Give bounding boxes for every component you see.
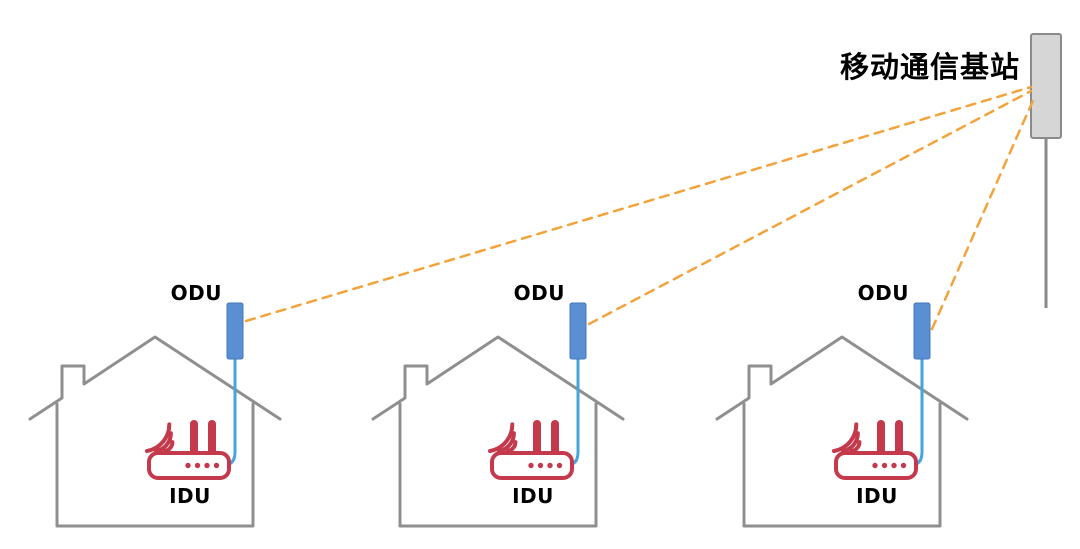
- router-icon: [832, 420, 918, 480]
- router-antenna-left: [877, 420, 885, 456]
- wifi-arc: [841, 431, 860, 453]
- wifi-signal-icon: [832, 422, 862, 453]
- house-walls: [742, 402, 942, 528]
- router-icon: [145, 420, 231, 480]
- odu-idu-cable: [909, 357, 924, 467]
- roof-with-chimney: [715, 335, 969, 421]
- router-antenna-right: [895, 420, 903, 456]
- router-led: [891, 462, 897, 469]
- roof-with-chimney: [371, 335, 625, 421]
- router-antenna-left: [533, 420, 541, 456]
- house-1: [28, 302, 282, 528]
- router-led: [204, 462, 210, 469]
- router-led: [537, 462, 544, 469]
- odu-device: [913, 302, 931, 360]
- idu-label-3: IDU: [856, 484, 898, 508]
- wifi-arc: [497, 431, 516, 453]
- odu-label-3: ODU: [857, 281, 909, 305]
- idu-label-2: IDU: [512, 484, 554, 508]
- house-walls: [55, 402, 255, 528]
- house-3: [715, 302, 969, 528]
- house-2: [371, 302, 625, 528]
- router-antenna-left: [190, 420, 198, 456]
- router-led: [872, 462, 878, 469]
- wifi-arc: [154, 431, 173, 453]
- odu-label-2: ODU: [513, 281, 565, 305]
- wireless-link-3: [930, 94, 1037, 331]
- house-outline: [28, 335, 282, 528]
- router-led: [194, 462, 201, 469]
- wifi-arc: [850, 440, 862, 453]
- idu-label-1: IDU: [169, 484, 211, 508]
- router-led: [547, 462, 553, 469]
- router-led: [213, 462, 220, 469]
- house-outline: [715, 335, 969, 528]
- odu-label-1: ODU: [170, 281, 222, 305]
- base-station-label: 移动通信基站: [840, 50, 1021, 84]
- house-walls: [398, 402, 598, 528]
- base-station: [1030, 33, 1062, 308]
- router-led: [528, 462, 534, 469]
- wifi-signal-icon: [145, 422, 175, 453]
- router-led: [900, 462, 907, 469]
- router-icon: [488, 420, 574, 480]
- wifi-signal-icon: [488, 422, 518, 453]
- router-led: [185, 462, 191, 469]
- odu-idu-cable: [222, 357, 237, 467]
- router-antenna-right: [208, 420, 216, 456]
- wireless-link-1: [244, 85, 1033, 323]
- house-outline: [371, 335, 625, 528]
- wireless-links: [244, 85, 1037, 331]
- wifi-arc: [145, 422, 172, 453]
- wifi-arc: [163, 440, 175, 453]
- wifi-arc: [488, 422, 515, 453]
- wireless-link-2: [587, 89, 1033, 326]
- router-antenna-right: [551, 420, 559, 456]
- router-led: [881, 462, 888, 469]
- odu-idu-cable: [565, 357, 580, 467]
- wifi-arc: [506, 440, 518, 453]
- roof-with-chimney: [28, 335, 282, 421]
- odu-device: [569, 302, 587, 360]
- wifi-arc: [832, 422, 859, 453]
- odu-device: [226, 302, 244, 360]
- router-led: [556, 462, 563, 469]
- antenna-panel: [1030, 33, 1062, 139]
